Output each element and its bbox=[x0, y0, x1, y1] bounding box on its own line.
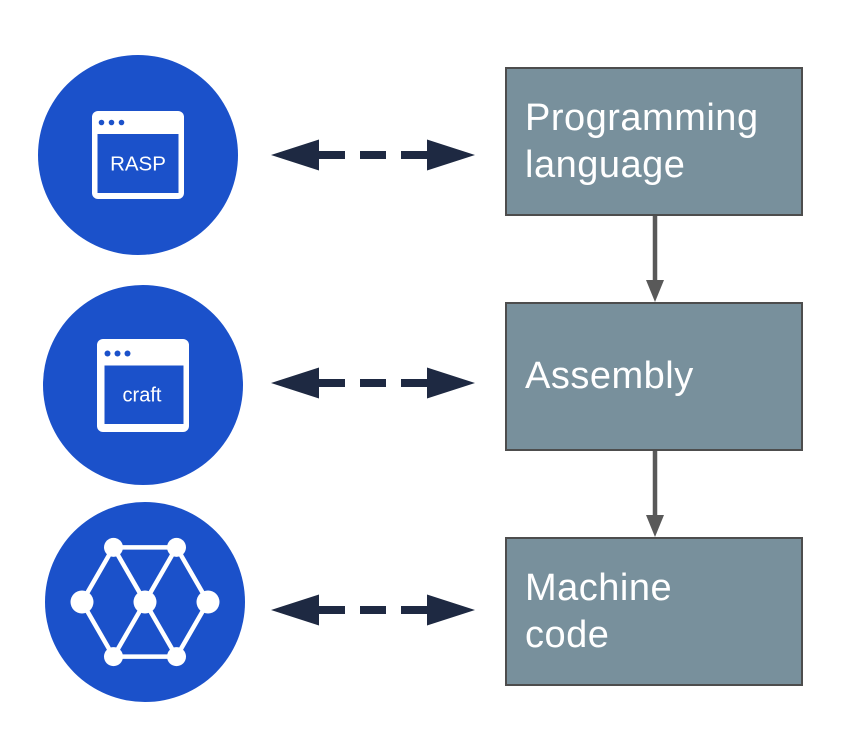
browser-window-icon: craft bbox=[97, 338, 189, 432]
assembly-label: Assembly bbox=[525, 355, 694, 398]
machine-code-box: Machine code bbox=[505, 537, 803, 686]
down-arrow-icon bbox=[646, 451, 664, 537]
rasp-circle: RASP bbox=[38, 55, 238, 255]
down-arrow-icon bbox=[646, 216, 664, 302]
craft-icon-label: craft bbox=[123, 384, 162, 406]
assembly-box: Assembly bbox=[505, 302, 803, 451]
window-dot-icon bbox=[124, 350, 131, 356]
double-arrow-dashed-icon bbox=[271, 594, 475, 626]
craft-circle: craft bbox=[43, 285, 243, 485]
window-dot-icon bbox=[104, 350, 111, 356]
machine-circle bbox=[45, 502, 245, 702]
programming-language-label: Programming language bbox=[525, 97, 759, 186]
double-arrow-dashed-icon bbox=[271, 367, 475, 399]
browser-window-icon: RASP bbox=[92, 111, 184, 199]
window-dot-icon bbox=[114, 350, 121, 356]
window-dot-icon bbox=[118, 119, 125, 126]
machine-code-label: Machine code bbox=[525, 567, 673, 656]
double-arrow-dashed-icon bbox=[271, 139, 475, 171]
window-dot-icon bbox=[98, 119, 105, 126]
rasp-icon-label: RASP bbox=[110, 153, 166, 176]
programming-language-box: Programming language bbox=[505, 67, 803, 216]
network-graph-icon bbox=[70, 537, 220, 667]
window-dot-icon bbox=[108, 119, 115, 126]
